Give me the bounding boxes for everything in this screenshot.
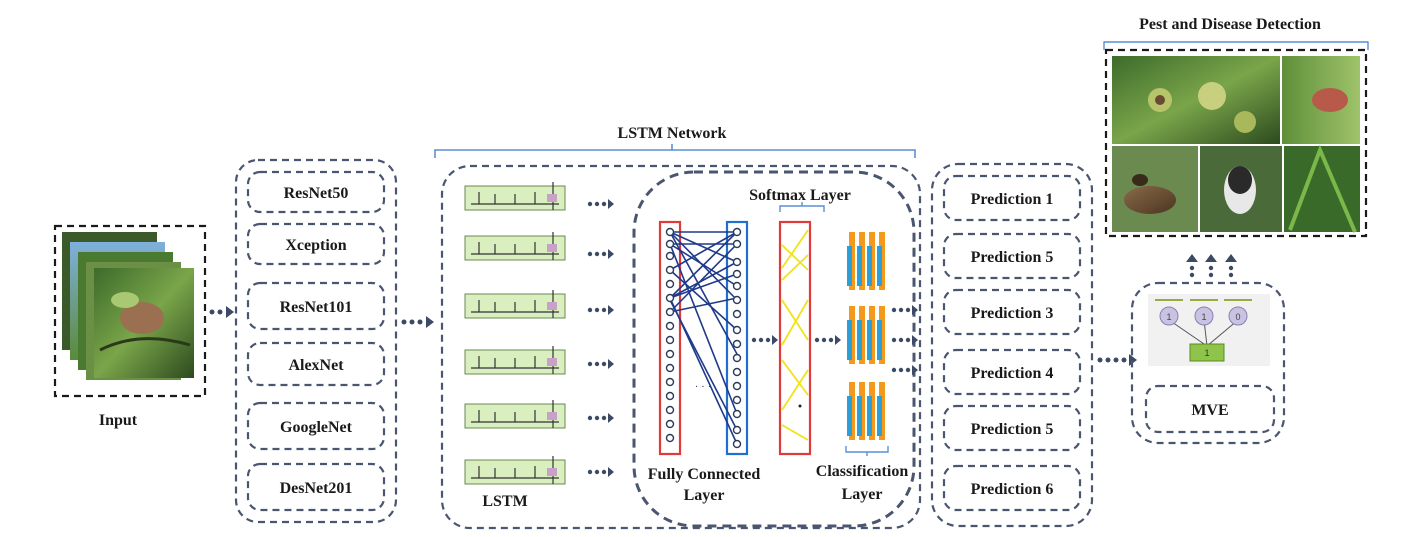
lstm-cell-2 <box>464 290 566 319</box>
classification-label-line2: Layer <box>842 486 883 503</box>
lstm-label: LSTM <box>482 493 527 510</box>
softmax-layer: Softmax Layer <box>749 187 851 456</box>
mve-label: MVE <box>1191 402 1228 419</box>
fc-input-column <box>658 220 682 456</box>
model-box-3: AlexNet <box>246 341 386 387</box>
classification-label-line1: Classification <box>816 463 909 480</box>
mve-panel: 1 1 0 1 MVE <box>1130 281 1286 445</box>
prediction-label-4: Prediction 5 <box>971 421 1054 438</box>
model-label-0: ResNet50 <box>284 185 349 202</box>
fully-connected-label-line1: Fully Connected <box>648 466 761 483</box>
classification-output-dots <box>891 305 918 375</box>
prediction-label-5: Prediction 6 <box>971 481 1054 498</box>
model-label-2: ResNet101 <box>280 299 353 316</box>
fully-connected-layer: · · · Fully Connected Layer <box>648 220 761 504</box>
mve-voting-diagram: 1 1 0 1 <box>1148 294 1270 366</box>
prediction-box-0: Prediction 1 <box>942 174 1082 222</box>
fc-connections <box>669 231 738 445</box>
lstm-cell-3 <box>464 346 566 375</box>
prediction-label-2: Prediction 3 <box>971 305 1054 322</box>
prediction-label-0: Prediction 1 <box>971 191 1054 208</box>
mve-vote-0: 1 <box>1166 312 1171 322</box>
prediction-box-4: Prediction 5 <box>942 404 1082 452</box>
fc-output-column <box>725 220 749 456</box>
lstm-cell-4 <box>464 400 566 429</box>
detection-image-grid <box>1112 56 1360 233</box>
softmax-lines <box>781 229 809 441</box>
model-label-5: DesNet201 <box>280 480 353 497</box>
arrows-mve-to-output <box>1186 254 1237 278</box>
models-panel: ResNet50 Xception ResNet101 AlexNet Goog… <box>234 158 398 524</box>
model-label-3: AlexNet <box>288 357 344 374</box>
detection-image-foliage <box>1284 144 1360 233</box>
fully-connected-label-line2: Layer <box>684 487 725 504</box>
model-label-4: GoogleNet <box>280 419 353 436</box>
arrow-softmax-to-classification <box>814 335 841 345</box>
model-box-0: ResNet50 <box>246 170 386 214</box>
lstm-cells <box>464 182 566 485</box>
detection-panel: Pest and Disease Detection <box>1103 16 1369 238</box>
model-label-1: Xception <box>285 237 346 254</box>
input-panel: Input <box>53 224 207 429</box>
lstm-output-dots <box>587 199 614 477</box>
mve-box: MVE <box>1144 384 1276 434</box>
arrow-input-to-models <box>209 306 234 318</box>
mve-vote-2: 0 <box>1235 312 1240 322</box>
prediction-label-1: Prediction 5 <box>971 249 1054 266</box>
classification-layer: Classification Layer <box>816 232 909 503</box>
svg-text:· · ·: · · · <box>695 381 712 393</box>
input-label: Input <box>99 412 138 429</box>
arrow-fc-to-softmax <box>751 335 778 345</box>
lstm-network-panel: LSTM Network <box>434 125 922 530</box>
model-box-2: ResNet101 <box>246 281 386 331</box>
predictions-panel: Prediction 1 Prediction 5 Prediction 3 P… <box>930 162 1094 528</box>
lstm-cell-1 <box>464 232 566 261</box>
lstm-cell-0 <box>464 182 566 211</box>
classification-block-0 <box>847 232 885 290</box>
prediction-label-3: Prediction 4 <box>971 365 1054 382</box>
lstm-cell-5 <box>464 456 566 485</box>
input-image-stack <box>62 232 194 380</box>
detection-image-moths <box>1112 146 1198 232</box>
prediction-box-3: Prediction 4 <box>942 348 1082 396</box>
fc-output-nodes <box>732 227 742 449</box>
lstm-network-label: LSTM Network <box>618 125 727 142</box>
classification-block-1 <box>847 306 885 364</box>
model-box-5: DesNet201 <box>246 462 386 512</box>
softmax-label: Softmax Layer <box>749 187 851 204</box>
detection-title: Pest and Disease Detection <box>1139 16 1321 33</box>
classification-block-2 <box>847 382 885 440</box>
mve-result: 1 <box>1204 348 1209 358</box>
softmax-column <box>778 220 812 456</box>
detection-image-bird <box>1200 146 1282 232</box>
mve-vote-1: 1 <box>1201 312 1206 322</box>
model-box-4: GoogleNet <box>246 401 386 451</box>
fc-input-nodes <box>665 227 675 443</box>
arrow-models-to-lstm <box>401 316 434 328</box>
lstm-network-bracket <box>434 144 916 158</box>
prediction-box-2: Prediction 3 <box>942 288 1082 336</box>
detection-image-leaf-damage <box>1282 56 1360 144</box>
prediction-box-5: Prediction 6 <box>942 464 1082 512</box>
prediction-box-1: Prediction 5 <box>942 232 1082 280</box>
model-box-1: Xception <box>246 222 386 266</box>
detection-image-walnuts <box>1112 56 1280 144</box>
